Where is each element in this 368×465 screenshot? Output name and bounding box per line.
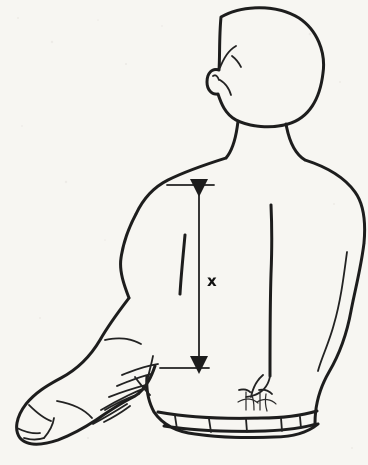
head-outline — [207, 8, 324, 127]
waistband-lower-back — [147, 376, 318, 438]
neck-shoulders — [136, 121, 365, 243]
measurement-guide: x — [160, 185, 217, 368]
measurement-label: x — [207, 272, 217, 290]
paper-grain — [17, 17, 353, 449]
